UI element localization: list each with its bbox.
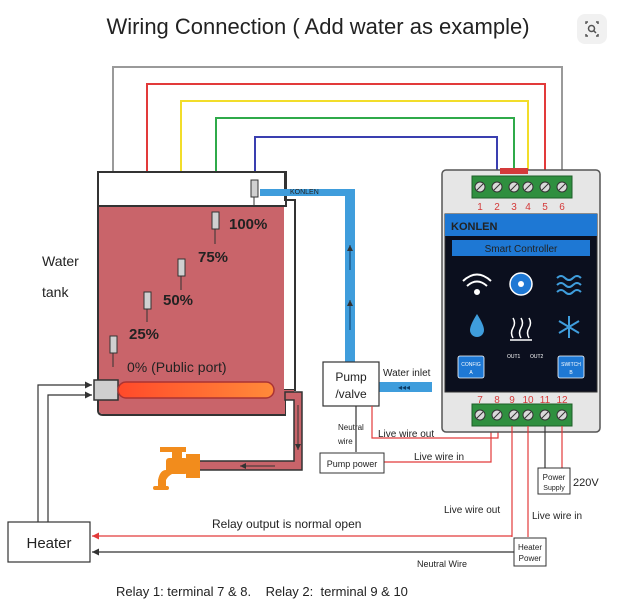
out1-label: OUT1 (507, 354, 521, 360)
level-50: 50% (163, 292, 193, 309)
controller-subtitle: Smart Controller (485, 244, 558, 255)
screw-slot (558, 183, 566, 191)
terminal-8: 8 (494, 395, 500, 406)
pipe-brand: KONLEN (290, 189, 319, 196)
diagram-title: Wiring Connection ( Add water as example… (106, 14, 529, 39)
heater: Heater (7, 521, 91, 563)
tank-label-line1: Water (42, 253, 79, 269)
lens-icon (585, 21, 599, 37)
pump-line2: /valve (335, 387, 367, 401)
pump-power-label: Pump power (327, 459, 378, 469)
screw-slot (493, 183, 501, 191)
neutral-wire-label: Neutral Wire (417, 559, 467, 569)
svg-text:B: B (569, 370, 573, 376)
water-tank (97, 171, 296, 416)
level-0: 0% (Public port) (127, 359, 227, 375)
terminal-2: 2 (494, 202, 500, 213)
screw-slot (510, 411, 518, 419)
drop-icon (470, 314, 484, 337)
power-supply: Power Supply (537, 467, 571, 495)
screw-slot (476, 183, 484, 191)
terminal-5: 5 (542, 202, 548, 213)
inlet-pipe: KONLEN ◂◂◂ (260, 189, 432, 392)
level-100: 100% (229, 216, 267, 233)
heater-power: Heater Power (513, 537, 547, 567)
level-25: 25% (129, 326, 159, 343)
wire-green (215, 117, 515, 213)
svg-text:◂◂◂: ◂◂◂ (398, 383, 410, 392)
wifi-icon (462, 273, 492, 295)
screw-slot (476, 411, 484, 419)
snowflake-icon (558, 316, 580, 338)
terminal-4: 4 (525, 202, 531, 213)
terminal-11: 11 (540, 395, 551, 406)
probe-25 (143, 291, 152, 310)
wire-blue (254, 136, 498, 183)
svg-text:A: A (469, 370, 473, 376)
terminal-9: 9 (509, 395, 515, 406)
power-supply-line2: Supply (543, 485, 565, 492)
probe-75 (211, 211, 220, 230)
voltage-label: 220V (573, 477, 599, 489)
live-wire-in-bottom: Live wire in (532, 511, 582, 522)
screw-slot (558, 411, 566, 419)
probe-50 (177, 258, 186, 277)
live-wire-out-bottom: Live wire out (444, 505, 500, 516)
terminal-3: 3 (511, 202, 517, 213)
switch-button[interactable]: SWITCH B (557, 355, 585, 379)
faucet-icon (153, 447, 200, 490)
screw-slot (541, 411, 549, 419)
smart-controller: KONLEN Smart Controller (441, 168, 601, 433)
terminal-10: 10 (522, 395, 534, 406)
svg-text:SWITCH: SWITCH (561, 362, 581, 368)
screw-slot (541, 183, 549, 191)
terminal-1: 1 (477, 202, 483, 213)
relay-note: Relay output is normal open (212, 517, 361, 531)
screw-slot (510, 183, 518, 191)
screw-slot (493, 411, 501, 419)
heater-power-line1: Heater (518, 543, 542, 552)
tank-water (99, 206, 294, 414)
screw-slot (524, 183, 532, 191)
controller-brand: KONLEN (451, 221, 498, 233)
out2-label: OUT2 (530, 354, 544, 360)
heater-element (93, 379, 275, 401)
screw-slot (524, 411, 532, 419)
terminal-12: 12 (556, 395, 568, 406)
neutral-wire-label-line1: Neutral (338, 423, 364, 432)
heat-icon (510, 317, 532, 341)
svg-text:CONFIG: CONFIG (461, 362, 481, 368)
terminal-6: 6 (559, 202, 565, 213)
power-supply-line1: Power (543, 473, 566, 482)
live-wire-in-top: Live wire in (414, 452, 464, 463)
wave-icon (556, 275, 582, 295)
terminal-7: 7 (477, 395, 483, 406)
pump-power: Pump power (319, 452, 385, 474)
live-wire-out-top: Live wire out (378, 429, 434, 440)
probe-100 (250, 179, 259, 198)
pump-line1: Pump (335, 370, 367, 384)
pump-valve: Pump /valve (322, 361, 380, 407)
visual-search-button[interactable] (577, 14, 607, 44)
neutral-wire-label-line2: wire (337, 437, 353, 446)
config-button[interactable]: CONFIG A (457, 355, 485, 379)
fan-icon (509, 272, 533, 296)
heater-power-line2: Power (519, 554, 542, 563)
tank-label-line2: tank (42, 284, 69, 300)
water-inlet-label: Water inlet (383, 368, 431, 379)
heater-label: Heater (26, 535, 71, 552)
probe-0 (109, 335, 118, 354)
relay-caption: Relay 1: terminal 7 & 8. Relay 2: termin… (116, 584, 408, 599)
level-75: 75% (198, 249, 228, 266)
